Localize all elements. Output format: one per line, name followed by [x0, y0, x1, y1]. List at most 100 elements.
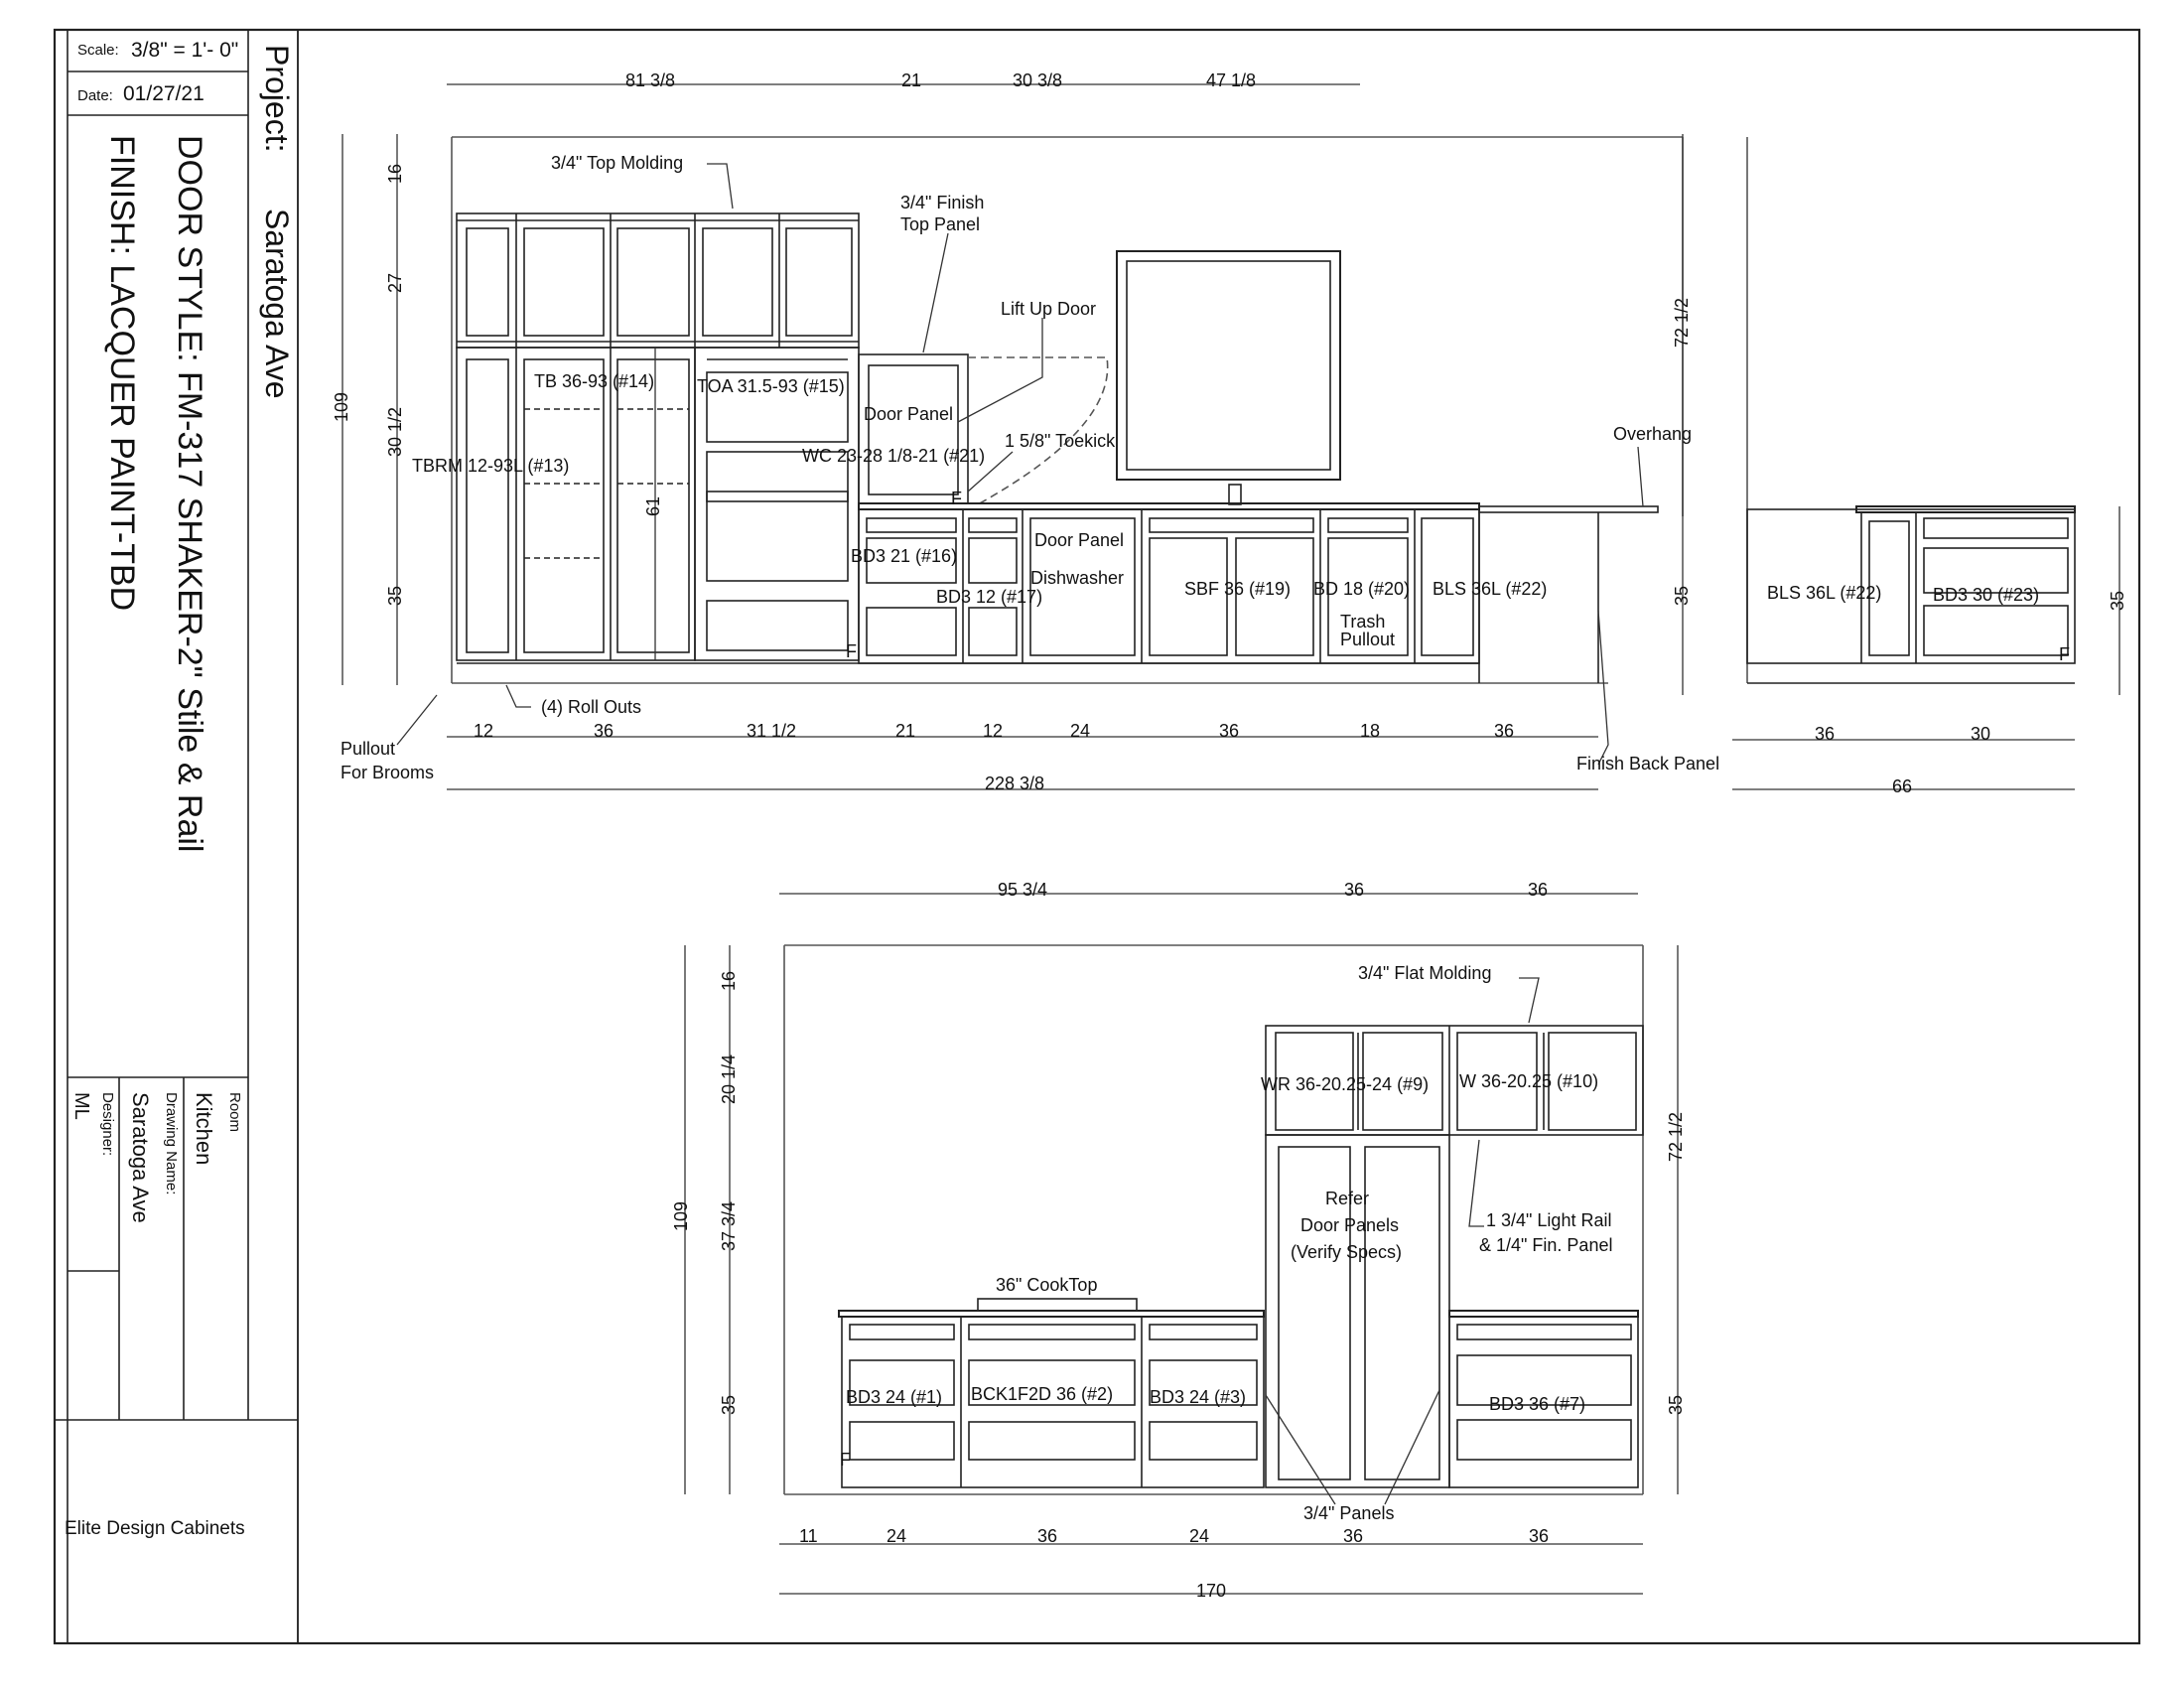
dim-btop-3: 36 — [1528, 880, 1548, 900]
f-mark-side: F — [2059, 644, 2070, 664]
elevation-bottom — [783, 944, 1644, 1495]
room-label: Room — [226, 1092, 243, 1132]
dim-bleft-4: 35 — [719, 1395, 739, 1415]
dim-bbottom-1: 11 — [799, 1526, 818, 1546]
date-value: 01/27/21 — [123, 82, 205, 105]
labels-bottom: 95 3/4 36 36 16 20 1/4 37 3/4 35 109 72 … — [671, 880, 1686, 1601]
f-mark-top-2: F — [951, 489, 962, 508]
label-finish-back-panel: Finish Back Panel — [1576, 754, 1719, 774]
label-tb: TB 36-93 (#14) — [534, 371, 654, 391]
designer-label: Designer: — [99, 1092, 116, 1156]
label-pullout-1: Pullout — [341, 739, 395, 759]
dim-overall-height: 109 — [332, 392, 351, 422]
drawing-name-label: Drawing Name: — [163, 1092, 180, 1195]
label-bd3-12: BD3 12 (#17) — [936, 587, 1042, 607]
dim-side-overall: 66 — [1892, 776, 1912, 796]
label-door-panel-dw: Door Panel — [1034, 530, 1124, 550]
label-finish-panel-1: 3/4" Finish — [900, 193, 984, 212]
dim-left-1: 16 — [385, 164, 405, 184]
f-mark-bottom: F — [840, 1450, 851, 1470]
door-style: DOOR STYLE: FM-317 SHAKER-2" Stile & Rai… — [171, 135, 208, 852]
dim-bright-1: 72 1/2 — [1666, 1112, 1686, 1162]
dim-bbottom-2: 24 — [887, 1526, 906, 1546]
dim-tall-height: 61 — [643, 496, 663, 516]
f-mark-top-1: F — [846, 641, 857, 661]
dim-left-3: 30 1/2 — [385, 407, 405, 457]
dim-bottom-7: 36 — [1219, 721, 1239, 741]
label-bd3-36: BD3 36 (#7) — [1489, 1394, 1585, 1414]
label-light-rail-1: 1 3/4" Light Rail — [1486, 1210, 1611, 1230]
label-cooktop: 36" CookTop — [996, 1275, 1097, 1295]
room-value: Kitchen — [192, 1092, 216, 1165]
dim-bbottom-6: 36 — [1529, 1526, 1549, 1546]
dim-bbottom-3: 36 — [1037, 1526, 1057, 1546]
dim-top-3: 30 3/8 — [1013, 70, 1062, 90]
label-light-rail-2: & 1/4" Fin. Panel — [1479, 1235, 1612, 1255]
title-block: Scale: 3/8" = 1'- 0" Date: 01/27/21 Proj… — [53, 28, 2141, 1645]
dim-side-2: 30 — [1971, 724, 1990, 744]
dim-bottom-9: 36 — [1494, 721, 1514, 741]
dim-side-1: 36 — [1815, 724, 1835, 744]
label-tbrm: TBRM 12-93L (#13) — [412, 456, 569, 476]
label-w: W 36-20.25 (#10) — [1459, 1071, 1598, 1091]
dimension-lines — [341, 83, 2120, 1595]
scale-label: Scale: — [77, 42, 119, 59]
label-toa: TOA 31.5-93 (#15) — [697, 376, 845, 396]
dim-bleft-1: 16 — [719, 971, 739, 991]
label-pullout-2: For Brooms — [341, 763, 434, 782]
dim-bbottom-4: 24 — [1189, 1526, 1209, 1546]
dim-overall-width: 228 3/8 — [985, 774, 1044, 793]
dim-right-1: 72 1/2 — [1672, 298, 1692, 348]
dim-top-1: 81 3/8 — [625, 70, 675, 90]
dim-bottom-1: 12 — [474, 721, 493, 741]
label-side-bd3-30: BD3 30 (#23) — [1933, 585, 2039, 605]
elevation-side — [1746, 137, 2076, 684]
label-lift-up-door: Lift Up Door — [1001, 299, 1096, 319]
dim-boverall-width: 170 — [1196, 1581, 1226, 1601]
dim-top-4: 47 1/8 — [1206, 70, 1256, 90]
elevation-top — [451, 136, 1684, 684]
label-door-panel: Door Panel — [864, 404, 953, 424]
label-trash-2: Pullout — [1340, 630, 1395, 649]
dim-bottom-6: 24 — [1070, 721, 1090, 741]
label-bd3-21: BD3 21 (#16) — [851, 546, 957, 566]
dim-side-height: 35 — [2108, 591, 2127, 611]
label-bls: BLS 36L (#22) — [1433, 579, 1547, 599]
label-panels: 3/4" Panels — [1303, 1503, 1394, 1523]
labels-top: 81 3/8 21 30 3/8 47 1/8 16 27 30 1/2 35 … — [332, 70, 1719, 793]
dim-bottom-8: 18 — [1360, 721, 1380, 741]
label-toekick: 1 5/8" Toekick — [1005, 431, 1116, 451]
drawing-name-value: Saratoga Ave — [128, 1092, 153, 1223]
dim-bleft-3: 37 3/4 — [719, 1201, 739, 1251]
dim-top-2: 21 — [901, 70, 921, 90]
label-refer-3: (Verify Specs) — [1291, 1242, 1402, 1262]
dim-bbottom-5: 36 — [1343, 1526, 1363, 1546]
project-value: Saratoga Ave — [259, 209, 295, 399]
dim-btop-1: 95 3/4 — [998, 880, 1047, 900]
designer-value: ML — [70, 1092, 92, 1120]
date-label: Date: — [77, 87, 113, 104]
label-dishwasher: Dishwasher — [1030, 568, 1124, 588]
dim-bottom-4: 21 — [895, 721, 915, 741]
project-label: Project: — [259, 45, 295, 152]
label-bd3-24b: BD3 24 (#3) — [1150, 1387, 1246, 1407]
label-bd3-24a: BD3 24 (#1) — [846, 1387, 942, 1407]
dim-bottom-2: 36 — [594, 721, 614, 741]
label-wc: WC 23-28 1/8-21 (#21) — [802, 446, 985, 466]
label-bd18: BD 18 (#20) — [1313, 579, 1410, 599]
dim-boverall-height: 109 — [671, 1201, 691, 1231]
dim-bottom-3: 31 1/2 — [747, 721, 796, 741]
scale-value: 3/8" = 1'- 0" — [131, 39, 238, 62]
dim-btop-2: 36 — [1344, 880, 1364, 900]
label-refer-1: Refer — [1325, 1189, 1369, 1208]
label-side-bls: BLS 36L (#22) — [1767, 583, 1881, 603]
label-overhang: Overhang — [1613, 424, 1692, 444]
label-wr: WR 36-20.25-24 (#9) — [1261, 1074, 1429, 1094]
dim-right-2: 35 — [1672, 586, 1692, 606]
label-flat-molding: 3/4" Flat Molding — [1358, 963, 1491, 983]
labels-side: BLS 36L (#22) BD3 30 (#23) 35 36 30 66 F — [1767, 583, 2127, 796]
label-bck: BCK1F2D 36 (#2) — [971, 1384, 1113, 1404]
finish-spec: FINISH: LACQUER PAINT-TBD — [103, 135, 141, 611]
dim-bottom-5: 12 — [983, 721, 1003, 741]
